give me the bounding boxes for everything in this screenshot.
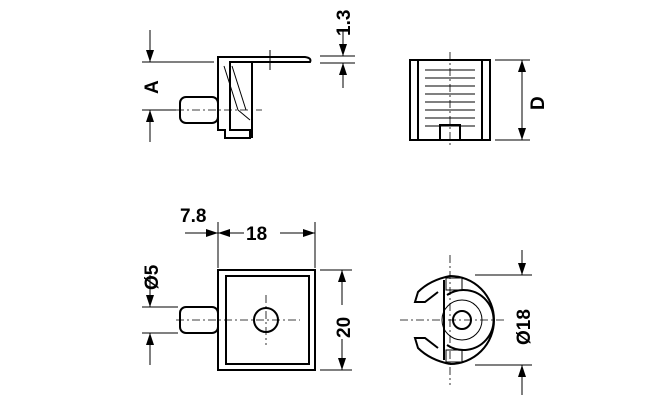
end-view: Ø18	[400, 250, 535, 395]
dim-label-20: 20	[334, 317, 355, 338]
front-view: 7.8 18 Ø5 20	[142, 206, 355, 371]
dim-label-7-8: 7.8	[180, 206, 206, 227]
dim-label-1-3: 1.3	[334, 10, 355, 36]
dim-label-d: D	[528, 96, 549, 110]
dim-label-18: 18	[246, 224, 267, 245]
dim-label-a: A	[142, 80, 163, 94]
dim-label-d18: Ø18	[514, 309, 535, 345]
side-view: A 1.3	[142, 10, 355, 142]
top-view: D	[409, 52, 549, 148]
dim-label-d5: Ø5	[142, 264, 163, 290]
